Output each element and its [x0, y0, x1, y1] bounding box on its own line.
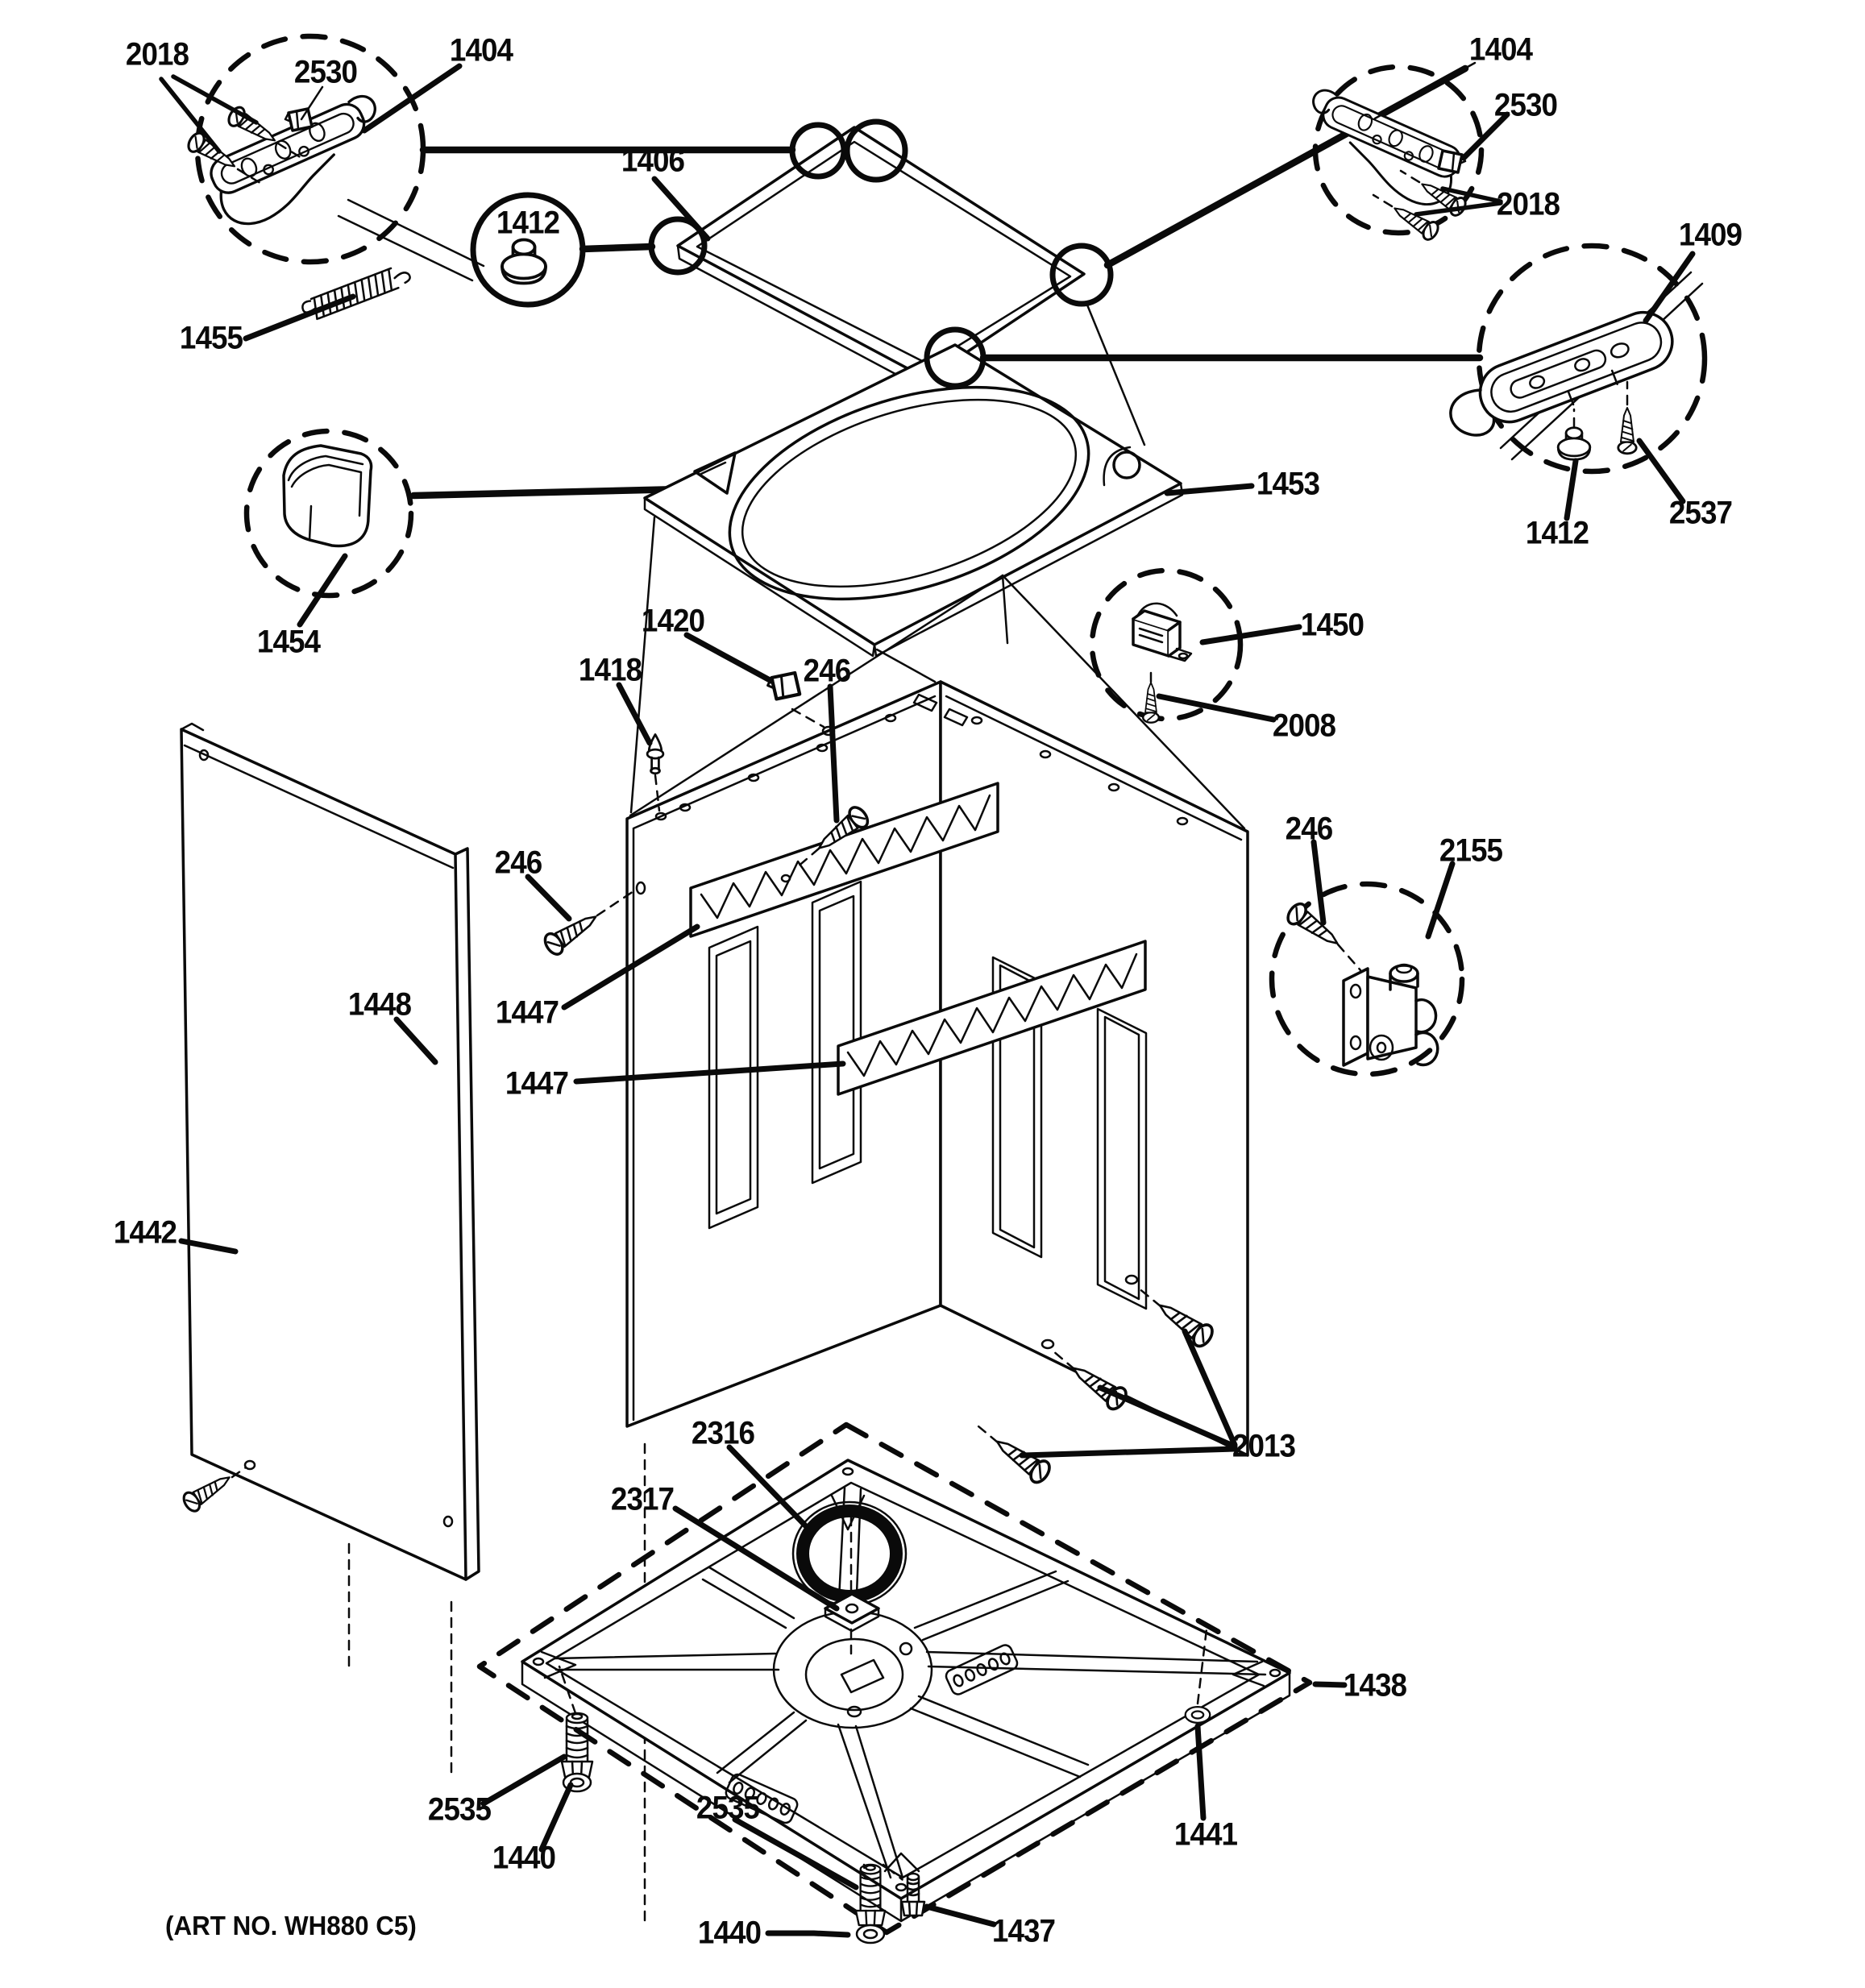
screw-icon	[179, 1467, 237, 1516]
leg-pad-icon	[855, 1924, 886, 1944]
part-label-2535-center: 2535	[696, 1790, 760, 1826]
screw-icon	[1282, 899, 1346, 954]
part-label-1440-left: 1440	[492, 1840, 556, 1876]
part-label-1409: 1409	[1678, 217, 1742, 253]
part-label-246-right: 246	[1285, 811, 1334, 847]
part-label-2018-right: 2018	[1496, 186, 1560, 222]
rail-upper	[689, 782, 999, 938]
screw-icon	[1617, 406, 1638, 455]
leveling-leg-icon	[560, 1712, 594, 1778]
part-label-2155: 2155	[1439, 832, 1503, 869]
part-label-1438: 1438	[1343, 1667, 1407, 1704]
rail-lower	[837, 940, 1147, 1096]
part-label-1441: 1441	[1173, 1816, 1238, 1853]
hinge-cap-icon	[1437, 149, 1467, 174]
clip-icon	[768, 673, 800, 699]
part-label-246-left: 246	[494, 845, 543, 881]
part-label-1406: 1406	[621, 143, 685, 179]
part-label-1412-detail: 1412	[496, 205, 560, 241]
part-label-2530-right: 2530	[1493, 87, 1558, 123]
part-label-1450: 1450	[1300, 607, 1364, 643]
part-label-1404-right: 1404	[1468, 31, 1533, 68]
part-label-2530-left: 2530	[293, 54, 358, 90]
part-label-1440-center: 1440	[697, 1915, 762, 1951]
part-label-1455: 1455	[179, 320, 243, 356]
part-label-2008: 2008	[1272, 708, 1336, 744]
part-label-2316: 2316	[691, 1415, 755, 1451]
leveling-leg-icon	[854, 1863, 887, 1927]
part-label-1447-upper: 1447	[495, 994, 559, 1031]
lid-corner-circle-right	[1049, 243, 1114, 307]
detail-circle-funnel-cup	[243, 428, 685, 599]
lid-switch-icon	[1132, 602, 1193, 662]
bumper-icon	[1556, 426, 1592, 461]
leader-lines	[159, 61, 1696, 1938]
part-label-1404-left: 1404	[449, 32, 513, 68]
screw-icon	[540, 906, 604, 959]
detail-circle-lid-bumper	[470, 192, 656, 308]
part-label-1454: 1454	[256, 624, 321, 660]
spring-icon	[301, 267, 411, 321]
projection-lines	[629, 516, 937, 814]
hinge-support-icon	[1438, 302, 1684, 449]
part-label-2013: 2013	[1232, 1428, 1296, 1464]
detail-circle-water-valve	[1269, 881, 1465, 1077]
part-label-246-center: 246	[803, 653, 852, 689]
part-label-1437: 1437	[991, 1913, 1056, 1949]
part-label-1412-right: 1412	[1525, 515, 1589, 551]
detail-circle-lid-hinge-right	[1290, 64, 1485, 244]
base-assembly	[347, 1421, 1313, 1936]
cabinet-screws-2013	[977, 1286, 1218, 1488]
water-valve-icon	[1342, 963, 1439, 1067]
part-label-1453: 1453	[1256, 466, 1320, 502]
bumper-icon	[501, 238, 547, 285]
art-number: (ART NO. WH880 C5)	[165, 1911, 417, 1940]
part-label-1420: 1420	[641, 603, 705, 639]
lid-corner-circle	[648, 216, 708, 276]
screw-icon	[1388, 198, 1443, 244]
front-panel	[179, 722, 480, 1581]
screw-icon	[988, 1430, 1055, 1488]
part-label-1442: 1442	[113, 1214, 177, 1251]
screw-icon	[1141, 681, 1161, 724]
base-dashed-outline	[476, 1421, 1313, 1936]
part-label-2317: 2317	[610, 1481, 675, 1517]
part-label-1448: 1448	[347, 986, 412, 1023]
seal-nut	[824, 1592, 880, 1633]
part-label-2537: 2537	[1668, 495, 1733, 531]
base-pad-icon	[1184, 1705, 1211, 1724]
leveling-legs	[558, 1628, 1211, 1944]
lid-hinge-circle-right	[844, 118, 908, 183]
part-label-2535-left: 2535	[427, 1791, 492, 1828]
detail-circle-lid-switch	[1089, 567, 1244, 724]
part-label-2018-left: 2018	[125, 36, 189, 73]
funnel-cup-icon	[282, 444, 373, 548]
part-label-1418: 1418	[578, 652, 642, 688]
part-label-1447-lower: 1447	[505, 1065, 569, 1102]
main-top-cover	[643, 343, 1184, 658]
